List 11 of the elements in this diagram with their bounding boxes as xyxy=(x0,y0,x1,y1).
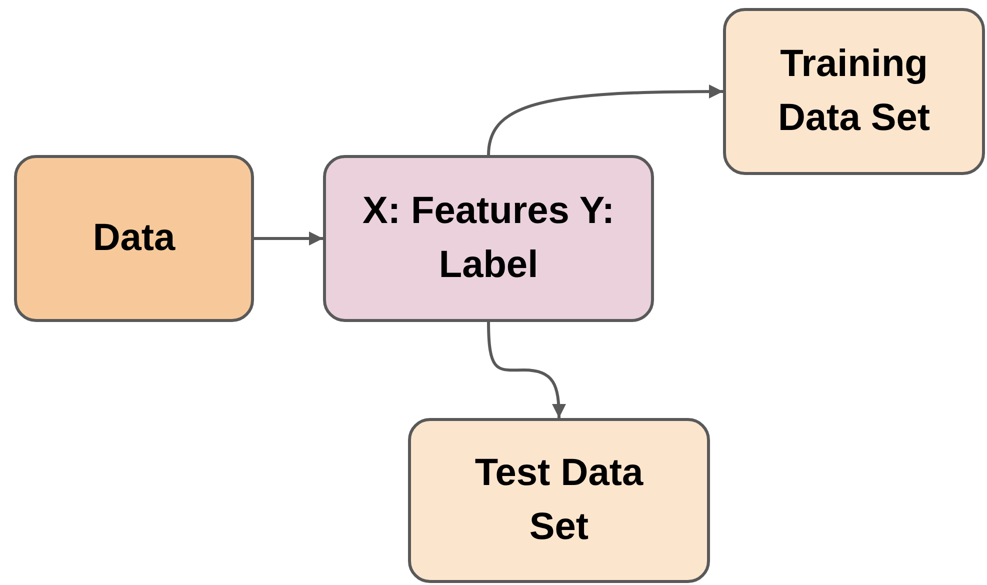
box-label: Test Data Set xyxy=(474,451,644,550)
arrow xyxy=(254,232,323,246)
process-box xyxy=(323,155,654,322)
process-box xyxy=(723,8,985,175)
process-box xyxy=(14,155,254,322)
box-label: X: Features Y: Label xyxy=(361,189,616,288)
arrow xyxy=(487,322,566,418)
arrow xyxy=(487,84,723,156)
box-label: Data xyxy=(92,216,176,261)
process-box xyxy=(408,418,710,583)
box-label: Training Data Set xyxy=(776,42,932,140)
